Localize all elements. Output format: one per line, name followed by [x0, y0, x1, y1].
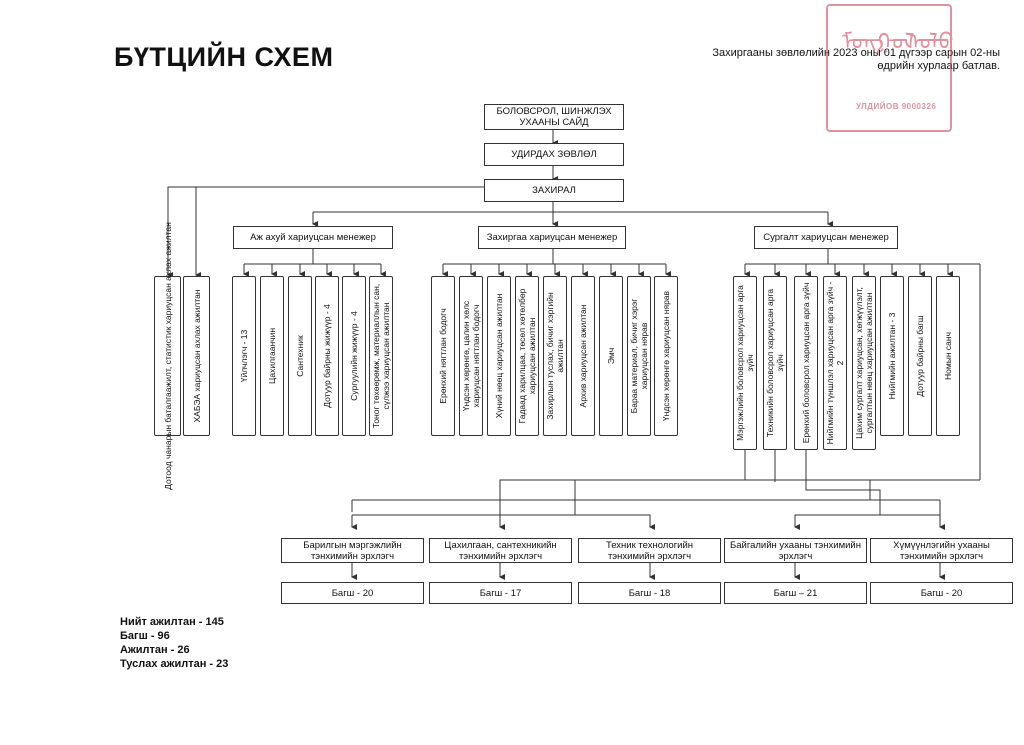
total-staff: Нийт ажилтан - 145: [120, 616, 224, 628]
unit-librarian: Номын санч: [936, 276, 960, 436]
unit-archive: Архив хариуцсан ажилтан: [571, 276, 595, 436]
unit-plumber: Сантехник: [288, 276, 312, 436]
unit-electrician: Цахилгаанчин: [260, 276, 284, 436]
total-assistants: Туслах ажилтан - 23: [120, 658, 229, 670]
teachers-electrical: Багш - 17: [429, 582, 572, 604]
teachers-technology: Багш - 18: [578, 582, 721, 604]
teachers-natural-sciences: Багш – 21: [724, 582, 867, 604]
department-humanities: Хүмүүнлэгийн ухааны тэнхимийн эрхлэгч: [870, 538, 1013, 563]
minister-box: БОЛОВСРОЛ, ШИНЖЛЭХ УХААНЫ САЙД: [484, 104, 624, 130]
teachers-construction: Багш - 20: [281, 582, 424, 604]
unit-school-watch: Сургуулийн жижүүр - 4: [342, 276, 366, 436]
department-natural-sciences: Байгалийн ухааны тэнхимийн эрхлэгч: [724, 538, 867, 563]
unit-vocational-method: Мэргэжлийн боловсрол хариуцсан арга зүйч: [733, 276, 757, 450]
manager-training: Сургалт хариуцсан менежер: [754, 226, 898, 249]
unit-assistant: Захирлын туслах, бичиг хэргийн ажилтан: [543, 276, 567, 436]
unit-partnership-method: Нийгмийн түншлэл хариуцсан арга зүйч - 2: [823, 276, 847, 450]
unit-general-method: Ерөнхий боловсрол хариуцсан арга зүйч: [794, 276, 818, 450]
manager-facilities: Аж ахуй хариуцсан менежер: [233, 226, 393, 249]
unit-chief-accountant: Ерөнхий нягтлан бодогч: [431, 276, 455, 436]
direct-staff-safety: ХАБЭА хариуцсан ахлах ажилтан: [183, 276, 210, 436]
unit-social-worker: Нийгмийн ажилтан - 3: [880, 276, 904, 436]
teachers-humanities: Багш - 20: [870, 582, 1013, 604]
direct-staff-quality: Дотоод чанарын баталгаажилт, статистик х…: [154, 222, 181, 490]
stamp-number: УЛДИЙОВ 9000326: [856, 102, 937, 111]
unit-technical-method: Техникийн боловсрол хариуцсан арга зүйч: [763, 276, 787, 450]
approval-note: Захиргааны зөвлөлийн 2023 оны 01 дүгээр …: [712, 47, 1000, 72]
unit-dorm-teacher: Дотуур байрны багш: [908, 276, 932, 436]
total-teachers: Багш - 96: [120, 630, 170, 642]
unit-foreign-relations: Гадаад харилцаа, төсөл хөтөлбөр хариуцса…: [515, 276, 539, 436]
unit-asset-keeper: Үндсэн хөрөнгө хариуцсан нярав: [654, 276, 678, 436]
total-employees: Ажилтан - 26: [120, 644, 190, 656]
unit-cleaner: Үйлчлэгч - 13: [232, 276, 256, 436]
department-electrical: Цахилгаан, сантехникийн тэнхимийн эрхлэг…: [429, 538, 572, 563]
board-box: УДИРДАХ ЗӨВЛӨЛ: [484, 143, 624, 166]
unit-asset-accountant: Үндсэн хөрөнгө, цалин хөлс хариуцсан няг…: [459, 276, 483, 436]
department-technology: Техник технологийн тэнхимийн эрхлэгч: [578, 538, 721, 563]
manager-administration: Захиргаа хариуцсан менежер: [478, 226, 626, 249]
unit-hr: Хүний нөөц хариуцсан ажилтан: [487, 276, 511, 436]
unit-e-learning: Цахим сургалт хариуцсан, хөгжүүлэлт, сур…: [852, 276, 876, 450]
unit-dorm-watch: Дотуур байрны жижүүр - 4: [315, 276, 339, 436]
unit-storekeeper: Бараа материал, бичиг хэрэг хариуцсан ня…: [627, 276, 651, 436]
page-title: БҮТЦИЙН СХЕМ: [114, 42, 334, 72]
unit-doctor: Эмч: [599, 276, 623, 436]
department-construction: Барилгын мэргэжлийн тэнхимийн эрхлэгч: [281, 538, 424, 563]
director-box: ЗАХИРАЛ: [484, 179, 624, 202]
unit-equipment: Тоног төхөөрөмж, материаллын сан, сүлжээ…: [369, 276, 393, 436]
official-stamp: ᠮᠣᠩ ᠭᠣᠯ ᠤᠯᠤ УЛДИЙОВ 9000326: [826, 4, 954, 132]
